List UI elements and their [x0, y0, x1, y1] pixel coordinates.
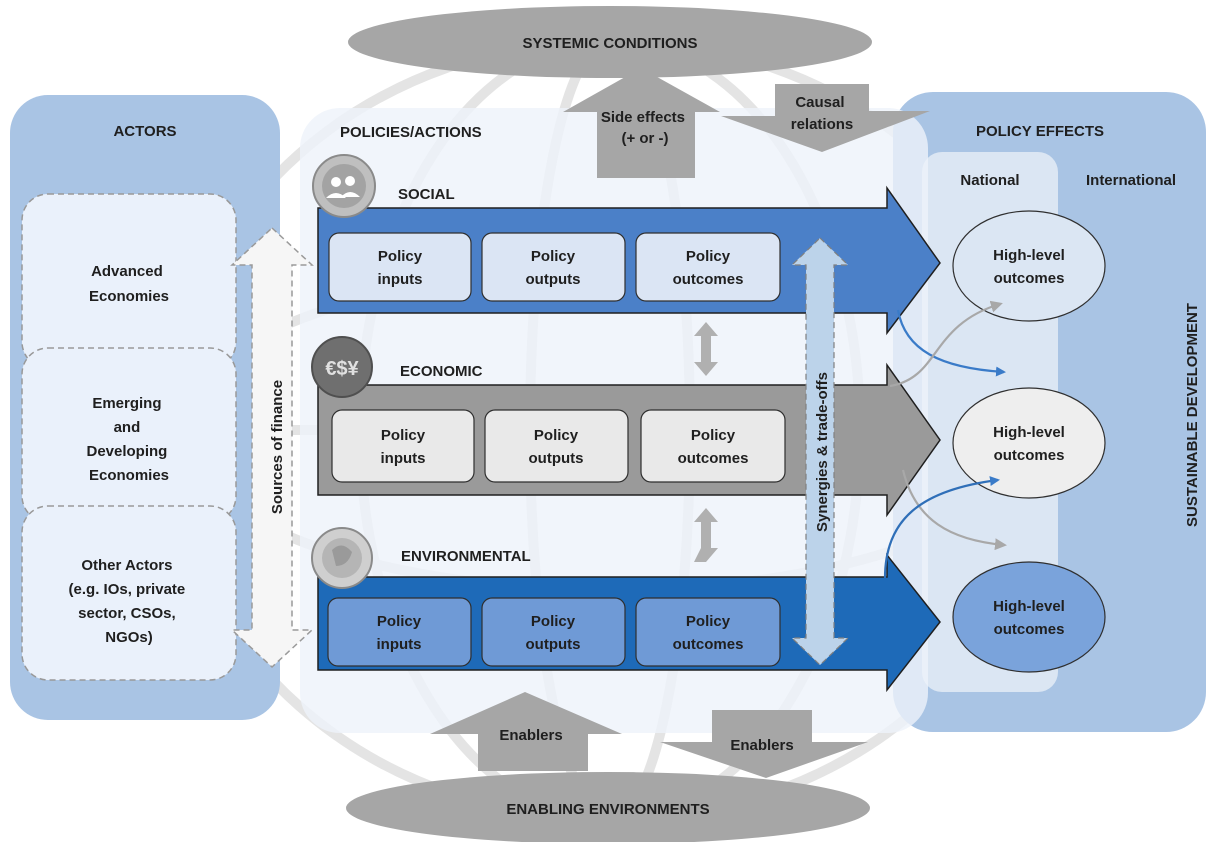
- economic-arrow: [317, 362, 941, 518]
- economic-label: ECONOMIC: [400, 363, 483, 380]
- sources-of-finance-label: Sources of finance: [269, 380, 286, 514]
- actors-title: ACTORS: [113, 123, 176, 140]
- environmental-arrow: [317, 552, 941, 693]
- causal-relations-label: Causal relations: [791, 94, 854, 133]
- systemic-conditions-label: SYSTEMIC CONDITIONS: [522, 35, 697, 52]
- enablers-left-label: Enablers: [499, 727, 562, 744]
- causal-relations-arrow: [721, 84, 930, 152]
- enabling-environments-label: ENABLING ENVIRONMENTS: [506, 801, 709, 818]
- enablers-up-arrow: [430, 692, 622, 771]
- enablers-right-label: Enablers: [730, 737, 793, 754]
- side-effects-label: Side effects (+ or -): [601, 109, 689, 147]
- economic-icon: [311, 336, 373, 398]
- synergies-trade-offs-arrow: [790, 237, 850, 666]
- economic-environmental-link-arrow: [694, 508, 718, 562]
- svg-text:€$¥: €$¥: [325, 358, 359, 380]
- enabling-environments-ellipse: [346, 772, 870, 842]
- actor-group-emerging: Emerging and Developing Economies: [21, 347, 237, 523]
- international-label: International: [1086, 172, 1176, 189]
- social-label: SOCIAL: [398, 186, 455, 203]
- sustainable-development-label: SUSTAINABLE DEVELOPMENT: [1184, 303, 1201, 527]
- economic-to-outcome-3-connector: [901, 469, 1007, 551]
- environmental-label: ENVIRONMENTAL: [401, 548, 531, 565]
- social-economic-link-arrow: [694, 322, 718, 376]
- social-arrow: [317, 185, 941, 336]
- actor-group-other: Other Actors (e.g. IOs, private sector, …: [21, 505, 237, 681]
- svg-text:Advanced Economies: Advanced Economies: [89, 263, 169, 305]
- policy-effects-title: POLICY EFFECTS: [976, 123, 1104, 140]
- policies-title: POLICIES/ACTIONS: [340, 124, 482, 141]
- social-to-outcome-2-connector: [896, 309, 1006, 377]
- national-label: National: [960, 172, 1019, 189]
- systemic-conditions-ellipse: [348, 6, 872, 78]
- sources-of-finance-arrow: [230, 226, 314, 669]
- environmental-to-outcome-2-connector: [883, 476, 1000, 579]
- svg-text:Other Actors (e.g. IOs,: Other Actors (e.g. IOs, private sector, …: [69, 557, 190, 646]
- side-effects-arrow: [563, 68, 720, 178]
- svg-text:Emerging and Devel: Emerging and Developing Economies: [86, 395, 171, 484]
- economic-to-outcome-1-connector: [889, 300, 1003, 388]
- synergies-trade-offs-label: Synergies & trade-offs: [814, 372, 831, 532]
- actor-group-advanced: Advanced Economies: [21, 193, 237, 369]
- enablers-down-arrow: [660, 710, 868, 778]
